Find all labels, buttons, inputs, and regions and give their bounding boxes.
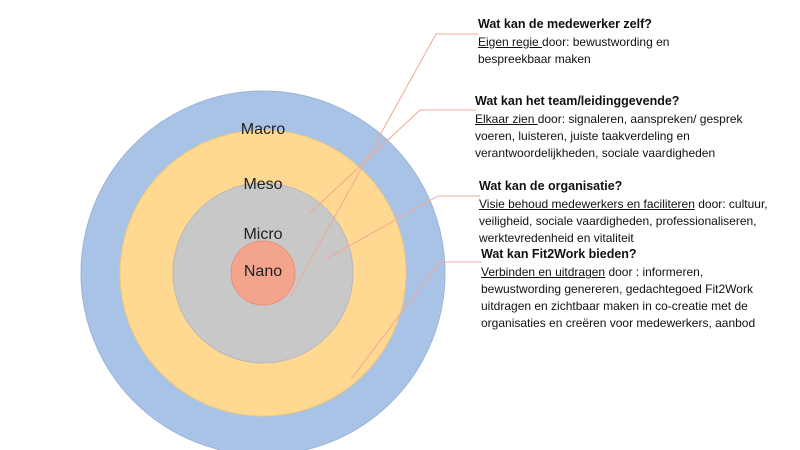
question-heading: Wat kan Fit2Work bieden? xyxy=(481,247,637,261)
question-body: Verbinden en uitdragen door : informeren… xyxy=(481,264,781,332)
question-heading: Wat kan de organisatie? xyxy=(479,179,623,193)
question-lead: Visie behoud medewerkers en faciliteren xyxy=(479,197,695,211)
connector-macro xyxy=(350,261,482,380)
connector-lines xyxy=(288,33,482,380)
question-rest: door: cultuur, veiligheid, sociale vaard… xyxy=(479,197,768,245)
connector-nano xyxy=(288,33,478,300)
question-block-team: Wat kan het team/leidinggevende? Elkaar … xyxy=(475,93,775,162)
question-lead: Eigen regie xyxy=(478,35,543,49)
nano-ring xyxy=(230,240,296,306)
question-block-organisation: Wat kan de organisatie? Visie behoud med… xyxy=(479,178,779,247)
connector-micro xyxy=(308,109,476,215)
nano-label: Nano xyxy=(244,263,282,280)
question-heading: Wat kan de medewerker zelf? xyxy=(478,17,652,31)
question-block-employee: Wat kan de medewerker zelf? Eigen regie … xyxy=(478,16,708,68)
question-body: Visie behoud medewerkers en faciliteren … xyxy=(479,196,779,247)
question-lead: Elkaar zien xyxy=(475,112,538,126)
question-body: Eigen regie door: bewustwording en bespr… xyxy=(478,34,708,68)
question-rest: door: signaleren, aanspreken/ gesprek vo… xyxy=(475,112,743,160)
rings xyxy=(80,90,446,450)
question-body: Elkaar zien door: signaleren, aanspreken… xyxy=(475,111,775,162)
connector-meso xyxy=(325,195,480,260)
question-rest: door : informeren, bewustwording generer… xyxy=(481,265,756,330)
question-rest: door: bewustwording en bespreekbaar make… xyxy=(478,35,670,66)
macro-label: Macro xyxy=(241,121,286,138)
question-heading: Wat kan het team/leidinggevende? xyxy=(475,94,680,108)
question-block-fit2work: Wat kan Fit2Work bieden? Verbinden en ui… xyxy=(481,246,781,332)
question-lead: Verbinden en uitdragen xyxy=(481,265,606,279)
meso-label: Meso xyxy=(243,176,282,193)
micro-label: Micro xyxy=(243,226,282,243)
